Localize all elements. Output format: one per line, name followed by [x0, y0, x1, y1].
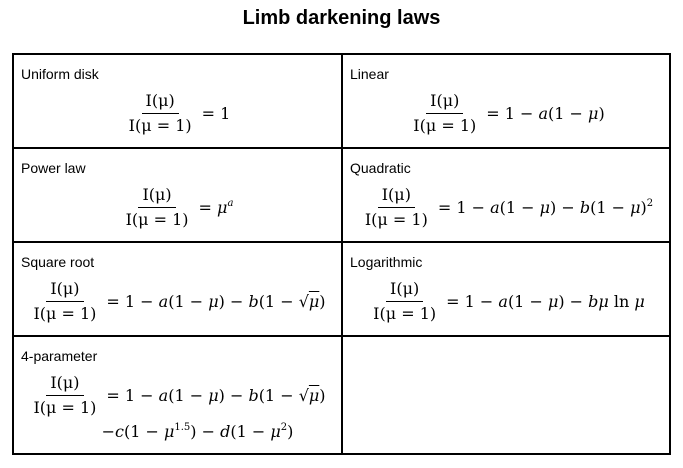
intensity-ratio-fraction: I(μ) I(μ = 1): [29, 373, 100, 418]
equation-rhs: = 1 − a(1 − μ) − b(1 − μ)2: [437, 197, 654, 217]
law-equation: I(μ) I(μ = 1) = μa: [14, 185, 341, 230]
fraction-denominator: I(μ = 1): [128, 116, 192, 135]
law-equation: I(μ) I(μ = 1) = 1 − a(1 − μ) − bμ ln μ: [343, 279, 671, 324]
law-cell-4-parameter: 4-parameter I(μ) I(μ = 1) = 1 − a(1 − μ)…: [14, 337, 343, 455]
law-name: Linear: [350, 66, 389, 82]
law-cell-square-root: Square root I(μ) I(μ = 1) = 1 − a(1 − μ)…: [14, 243, 343, 337]
law-cell-quadratic: Quadratic I(μ) I(μ = 1) = 1 − a(1 − μ) −…: [343, 149, 671, 243]
fraction-denominator: I(μ = 1): [125, 210, 189, 229]
fraction-numerator: I(μ): [377, 185, 415, 208]
fraction-denominator: I(μ = 1): [33, 304, 97, 323]
equation-rhs: = 1 − a(1 − μ) − b(1 − √μ): [106, 385, 326, 405]
fraction-numerator: I(μ): [46, 373, 84, 396]
intensity-ratio-fraction: I(μ) I(μ = 1): [125, 91, 196, 136]
page-title: Limb darkening laws: [242, 7, 441, 29]
intensity-ratio-fraction: I(μ) I(μ = 1): [29, 279, 100, 324]
intensity-ratio-fraction: I(μ) I(μ = 1): [361, 185, 432, 230]
fraction-numerator: I(μ): [141, 91, 179, 114]
law-cell-linear: Linear I(μ) I(μ = 1) = 1 − a(1 − μ): [343, 55, 671, 149]
fraction-denominator: I(μ = 1): [364, 210, 428, 229]
fraction-numerator: I(μ): [386, 279, 424, 302]
equation-rhs: = μa: [198, 197, 234, 217]
equation-rhs: = 1 − a(1 − μ): [486, 103, 605, 123]
fraction-denominator: I(μ = 1): [33, 398, 97, 417]
law-name: Square root: [21, 254, 95, 270]
fraction-numerator: I(μ): [426, 91, 464, 114]
law-equation: I(μ) I(μ = 1) = 1 − a(1 − μ): [343, 91, 671, 136]
equation-rhs: = 1: [201, 103, 231, 123]
law-cell-power-law: Power law I(μ) I(μ = 1) = μa: [14, 149, 343, 243]
fraction-numerator: I(μ): [46, 279, 84, 302]
equation-rhs-continued: −c(1 − μ1.5) − d(1 − μ2): [101, 422, 294, 441]
fraction-numerator: I(μ): [138, 185, 176, 208]
law-name: Quadratic: [350, 160, 411, 176]
law-name: Logarithmic: [350, 254, 423, 270]
empty-cell: [343, 337, 671, 455]
equation-rhs: = 1 − a(1 − μ) − b(1 − √μ): [106, 291, 326, 311]
law-name: Uniform disk: [21, 66, 99, 82]
equation-rhs: = 1 − a(1 − μ) − bμ ln μ: [446, 291, 645, 311]
limb-darkening-table: Uniform disk I(μ) I(μ = 1) = 1 Linear I(…: [12, 53, 671, 455]
law-cell-logarithmic: Logarithmic I(μ) I(μ = 1) = 1 − a(1 − μ)…: [343, 243, 671, 337]
law-cell-uniform-disk: Uniform disk I(μ) I(μ = 1) = 1: [14, 55, 343, 149]
law-equation: I(μ) I(μ = 1) = 1 − a(1 − μ) − b(1 − μ)2: [343, 185, 671, 230]
intensity-ratio-fraction: I(μ) I(μ = 1): [369, 279, 440, 324]
intensity-ratio-fraction: I(μ) I(μ = 1): [122, 185, 193, 230]
law-equation: I(μ) I(μ = 1) = 1: [14, 91, 341, 136]
intensity-ratio-fraction: I(μ) I(μ = 1): [409, 91, 480, 136]
law-name: Power law: [21, 160, 86, 176]
law-equation: I(μ) I(μ = 1) = 1 − a(1 − μ) − b(1 − √μ)…: [14, 373, 341, 442]
fraction-denominator: I(μ = 1): [413, 116, 477, 135]
law-name: 4-parameter: [21, 348, 98, 364]
law-equation: I(μ) I(μ = 1) = 1 − a(1 − μ) − b(1 − √μ): [14, 279, 341, 324]
fraction-denominator: I(μ = 1): [373, 304, 437, 323]
